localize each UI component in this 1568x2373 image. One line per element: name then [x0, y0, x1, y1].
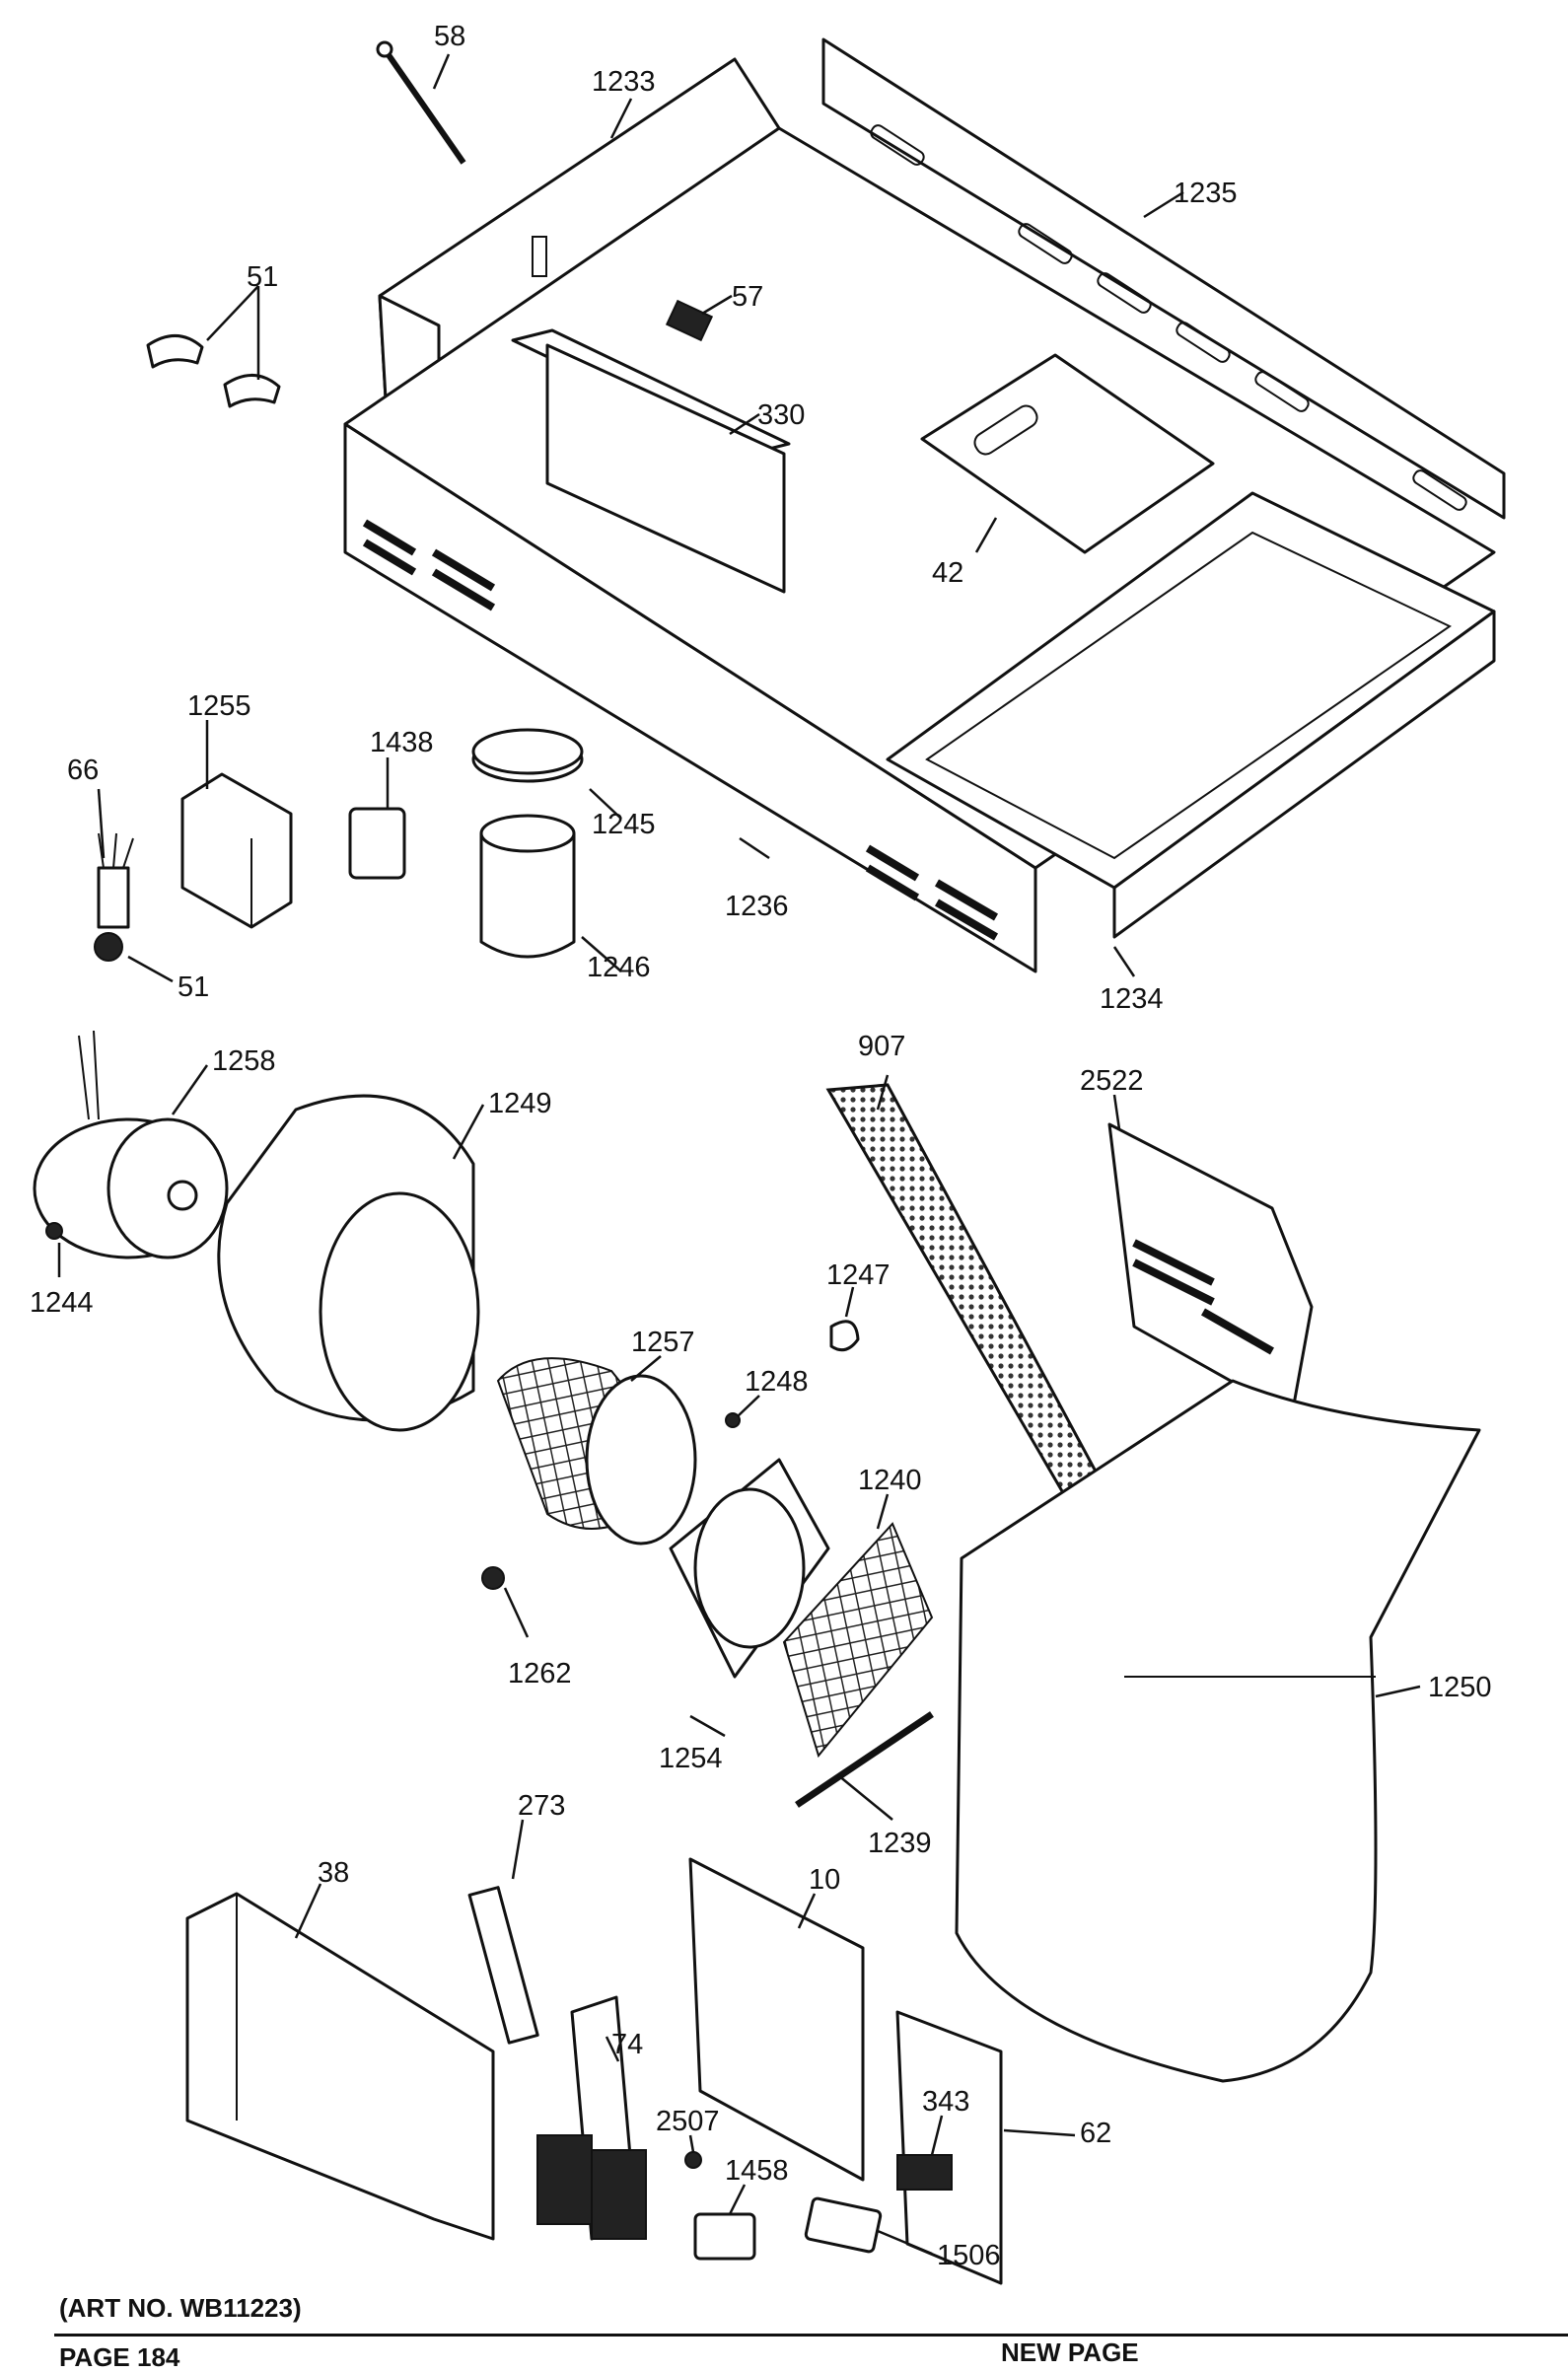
callout-1254: 1254	[659, 1743, 723, 1774]
part-42-cover-plate	[920, 353, 1215, 554]
callout-1244: 1244	[30, 1287, 94, 1319]
callout-51-bottom: 51	[178, 971, 209, 1003]
part-57-clip	[665, 299, 714, 342]
part-51-clips-top	[146, 334, 281, 408]
callout-1258: 1258	[212, 1045, 276, 1077]
callout-1248: 1248	[745, 1366, 809, 1398]
callout-42: 42	[932, 557, 963, 589]
part-273-terminal-block	[467, 1886, 539, 2045]
callout-1438: 1438	[370, 727, 434, 758]
part-1240-grille	[782, 1522, 934, 1759]
callout-labels: 58 1233 1235 51 57 330 42 1255 1438 1245…	[30, 21, 1492, 2271]
part-1247-clip	[829, 1320, 860, 1352]
callout-66: 66	[67, 755, 99, 786]
part-1250-duct	[955, 1379, 1481, 2083]
part-1244-screw	[45, 1222, 63, 1240]
callout-10: 10	[809, 1864, 840, 1896]
callout-1458: 1458	[725, 2155, 789, 2187]
part-1245-lid	[471, 728, 584, 783]
part-2507-screw	[684, 2151, 702, 2169]
callout-1236: 1236	[725, 891, 789, 922]
art-number: (ART NO. WB11223)	[59, 2293, 302, 2323]
callout-273: 273	[518, 1790, 565, 1822]
page-label: PAGE 184	[59, 2342, 180, 2372]
part-1254-ring	[669, 1458, 830, 1679]
callout-1255: 1255	[187, 690, 251, 722]
callout-1246: 1246	[587, 952, 651, 983]
callout-1249: 1249	[488, 1088, 552, 1119]
callout-1257: 1257	[631, 1327, 695, 1358]
callout-1262: 1262	[508, 1658, 572, 1690]
part-1246-jar	[479, 814, 576, 959]
callout-38: 38	[318, 1857, 349, 1889]
part-1239-rod	[795, 1711, 934, 1808]
callout-1233: 1233	[592, 66, 656, 98]
callout-1239: 1239	[868, 1828, 932, 1859]
callout-2507: 2507	[656, 2106, 720, 2137]
callout-1235: 1235	[1174, 178, 1238, 209]
callout-57: 57	[732, 281, 763, 313]
callout-343: 343	[922, 2086, 969, 2118]
callout-51-top: 51	[247, 261, 278, 293]
part-1257-blower-wheel	[496, 1357, 697, 1546]
part-330-bracket	[511, 328, 791, 594]
part-1248-screw	[725, 1412, 741, 1428]
new-page-label: NEW PAGE	[1001, 2337, 1139, 2367]
callout-1247: 1247	[826, 1259, 891, 1291]
callout-1234: 1234	[1100, 983, 1164, 1015]
callout-74: 74	[611, 2029, 643, 2060]
part-2522-vent-panel	[1107, 1122, 1314, 1417]
callout-58: 58	[434, 21, 465, 52]
part-1249-blower-housing	[217, 1094, 480, 1432]
part-1235-side-wall	[821, 37, 1506, 520]
part-1458-connector	[693, 2212, 756, 2261]
part-1255-bracket	[180, 772, 293, 929]
part-66-wire-harness	[94, 832, 134, 962]
slot-group	[870, 124, 1467, 511]
callout-1506: 1506	[937, 2240, 1001, 2271]
callout-1245: 1245	[592, 809, 656, 840]
part-1262-nut	[481, 1566, 505, 1590]
part-58-tie-wrap	[376, 40, 466, 165]
callout-2522: 2522	[1080, 1065, 1144, 1097]
part-1438-relay	[348, 807, 406, 880]
part-10-panel	[688, 1857, 865, 2182]
part-38-cover	[185, 1892, 495, 2241]
vent-louvers-right	[865, 844, 999, 941]
vent-louvers-left	[362, 519, 496, 611]
callout-62: 62	[1080, 2118, 1111, 2149]
part-1258-motor	[33, 1030, 229, 1259]
part-1506-connector	[804, 2196, 883, 2254]
part-343-switch	[896, 2154, 953, 2191]
callout-1240: 1240	[858, 1465, 922, 1496]
part-1234-right-tray	[886, 491, 1496, 939]
part-74-control-board	[536, 1995, 647, 2241]
callout-907: 907	[858, 1031, 905, 1062]
leader-lines	[57, 53, 1421, 2256]
callout-1250: 1250	[1428, 1672, 1492, 1703]
callout-330: 330	[757, 399, 805, 431]
footer-divider	[54, 2334, 1568, 2337]
